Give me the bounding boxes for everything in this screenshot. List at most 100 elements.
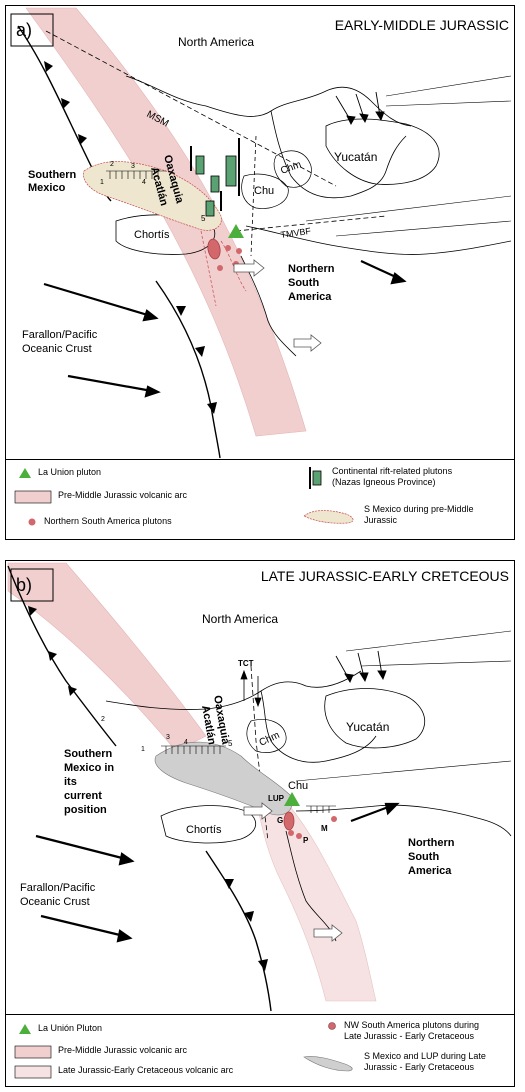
- label-north-america: North America: [178, 35, 254, 49]
- legend-b-nw-text-1: NW South America plutons during: [344, 1020, 480, 1030]
- basin-normal-faults: [106, 170, 166, 179]
- basin-number-b-5: 5: [228, 739, 233, 748]
- label-chortis-b: Chortís: [186, 824, 222, 836]
- legend-a: La Union pluton Pre-Middle Jurassic volc…: [5, 460, 515, 540]
- panel-a-letter-box: [10, 13, 54, 47]
- label-southern-mexico-b-4: current: [64, 790, 102, 802]
- panel-a-svg: a) EARLY-MIDDLE JURASSIC North America M…: [10, 7, 512, 459]
- panel-b-title: LATE JURASSIC-EARLY CRETCEOUS: [261, 568, 509, 584]
- legend-b-smex-text-2: Jurassic - Early Cretaceous: [364, 1062, 475, 1072]
- basin-number-b-2: 2: [101, 716, 105, 723]
- label-chu-b: Chu: [288, 780, 308, 792]
- trench-teeth-north: [44, 61, 87, 145]
- basin-number-4: 4: [142, 179, 146, 186]
- rift-pluton-icon: [309, 467, 322, 489]
- la-union-pluton-marker: [228, 224, 244, 238]
- legend-b: La Unión Pluton Pre-Middle Jurassic volc…: [5, 1015, 515, 1087]
- chortis-outline-b: [160, 805, 256, 844]
- label-chm-b: Chm: [258, 730, 282, 749]
- basin-number-b-4: 4: [184, 739, 188, 746]
- south-america-coast-b: [295, 804, 512, 837]
- nsa-motion-hollow-arrows: [233, 259, 322, 352]
- legend-b-arc-late-text: Late Jurassic-Early Cretaceous volcanic …: [58, 1065, 234, 1075]
- nsa-pluton-dot-2: [236, 248, 242, 254]
- legend-a-smex-text-1: S Mexico during pre-Middle: [364, 504, 474, 514]
- trench-teeth-south: [176, 306, 217, 414]
- farallon-plate-motion-arrows-b: [35, 802, 400, 943]
- legend-b-arc-pre-text: Pre-Middle Jurassic volcanic arc: [58, 1045, 188, 1055]
- label-nsa-2: South: [288, 277, 319, 289]
- legend-a-rift-text-2: (Nazas Igneous Province): [332, 477, 436, 487]
- label-p: P: [303, 836, 309, 845]
- legend-a-arc-text: Pre-Middle Jurassic volcanic arc: [58, 490, 188, 500]
- nsa-pluton-dot-4: [217, 265, 223, 271]
- label-southern-mexico-2: Mexico: [28, 182, 66, 194]
- yucatan-outline-b: [324, 688, 426, 749]
- yucatan-rotation-arrows-b: [335, 650, 387, 683]
- label-yucatan-b: Yucatán: [346, 720, 389, 734]
- legend-b-arc-pre: Pre-Middle Jurassic volcanic arc: [14, 1045, 187, 1059]
- tmvbf-fault: [235, 215, 387, 232]
- vertical-dashed-fault: [250, 135, 257, 257]
- panel-b-letter: b): [16, 575, 32, 595]
- legend-b-smex-text-1: S Mexico and LUP during Late: [364, 1051, 486, 1061]
- label-nsa-1: Northern: [288, 263, 335, 275]
- basin-number-5: 5: [201, 214, 206, 223]
- basin-number-2: 2: [110, 161, 114, 168]
- legend-a-la-union-text: La Union pluton: [38, 467, 102, 477]
- basin-number-b-1: 1: [141, 746, 145, 753]
- pluton-dot-icon: [28, 518, 36, 526]
- label-g: G: [277, 816, 283, 825]
- basin-normal-faults-b: [161, 745, 336, 813]
- red-dashed-terrane-boundary: [200, 230, 247, 307]
- arc-swatch-icon: [14, 490, 52, 504]
- chuacus-outline: [241, 173, 289, 209]
- panel-a-map: a) EARLY-MIDDLE JURASSIC North America M…: [5, 5, 515, 460]
- legend-a-la-union: La Union pluton: [18, 467, 101, 479]
- label-farallon-b-2: Oceanic Crust: [20, 896, 90, 908]
- trench-teeth-south-b: [224, 879, 268, 971]
- gulf-coast: [270, 110, 407, 199]
- nw-sa-pluton-3: [331, 816, 337, 822]
- legend-b-smex: S Mexico and LUP during Late Jurassic - …: [302, 1051, 486, 1073]
- legend-b-la-union-text: La Unión Pluton: [38, 1023, 103, 1033]
- pluton-dot-icon: [328, 1022, 336, 1030]
- legend-a-rift-text-1: Continental rift-related plutons: [332, 466, 453, 476]
- pre-middle-jurassic-arc-band: [25, 7, 307, 437]
- label-nsa-b-2: South: [408, 851, 439, 863]
- panel-a-title: EARLY-MIDDLE JURASSIC: [335, 17, 509, 33]
- label-tmvbf: TMVBF: [280, 226, 312, 240]
- nsa-pluton-large: [207, 238, 221, 260]
- gulf-coast-b: [260, 690, 377, 763]
- label-tct: TCT: [238, 659, 254, 668]
- chiapas-outline-b: [246, 719, 287, 753]
- la-union-triangle-icon: [19, 468, 31, 478]
- label-nsa-3: America: [288, 291, 332, 303]
- basin-number-b-3: 3: [166, 734, 170, 741]
- la-union-triangle-icon: [19, 1024, 31, 1034]
- north-america-coast: [125, 75, 412, 127]
- label-chortis: Chortís: [134, 229, 170, 241]
- label-farallon-b-1: Farallon/Pacific: [20, 882, 96, 894]
- label-southern-mexico-b-1: Southern: [64, 748, 113, 760]
- rift-pluton-bars: [190, 138, 240, 211]
- label-north-america-b: North America: [202, 612, 278, 626]
- panel-a-letter: a): [16, 20, 32, 40]
- s-mexico-area-icon: [303, 510, 354, 524]
- legend-a-nsa-plutons-text: Northern South America plutons: [44, 516, 172, 526]
- label-yucatan: Yucatán: [334, 150, 377, 164]
- subduction-trench-south-b: [205, 850, 272, 1012]
- msm-fault: [45, 30, 337, 187]
- panel-b-svg: b) LATE JURASSIC-EARLY CRETCEOUS North A…: [7, 562, 512, 1012]
- label-southern-mexico-b-5: position: [64, 804, 107, 816]
- s-mexico-pre-middle-jurassic-area: [83, 161, 222, 231]
- legend-a-smex: S Mexico during pre-Middle Jurassic: [302, 504, 474, 526]
- legend-a-smex-text-2: Jurassic: [364, 515, 398, 525]
- panel-b-letter-box: [10, 568, 54, 602]
- south-america-west-coast: [240, 255, 297, 357]
- northeast-lines: [305, 75, 512, 237]
- continental-rift-plutons: [195, 155, 237, 217]
- la-union-pluton-marker-b: [284, 792, 300, 806]
- label-nsa-b-1: Northern: [408, 837, 455, 849]
- tct-shear-arrows: [240, 669, 262, 708]
